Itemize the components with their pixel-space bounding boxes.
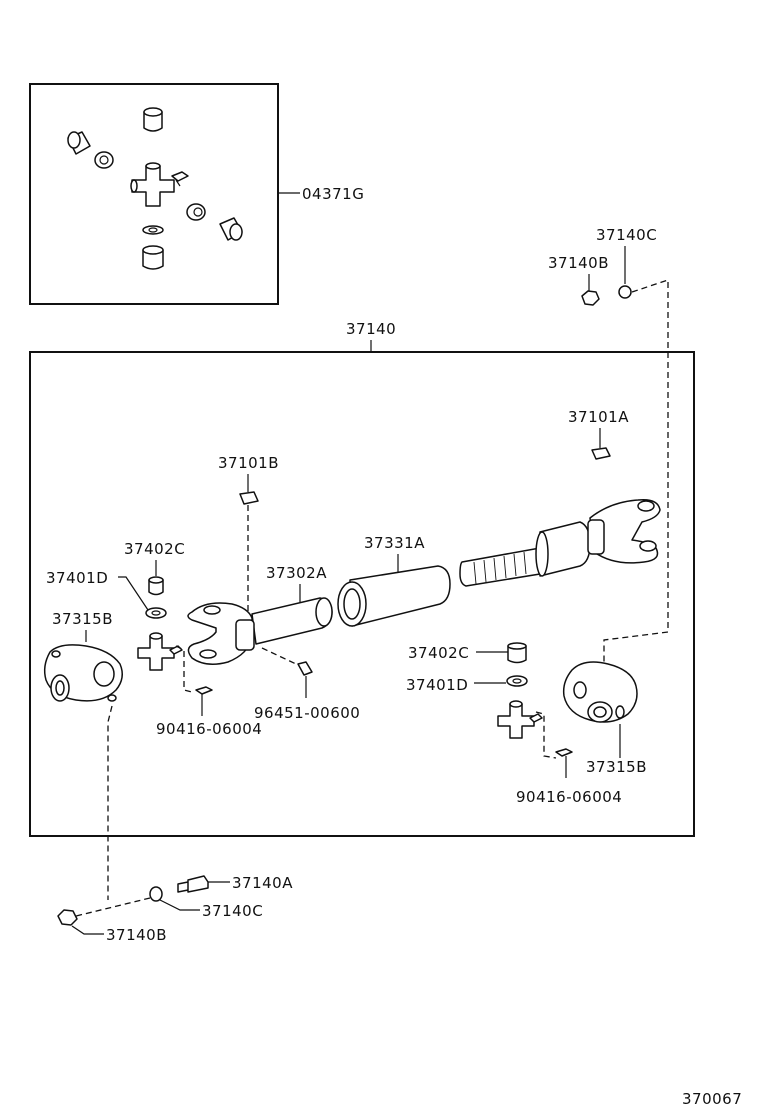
label-fitting-right: 90416-06004 [516,788,622,806]
nut-bottom [57,909,78,926]
label-bolt-bottom: 37140A [232,874,293,892]
splined-shaft-yoke [459,498,661,587]
label-flange-right: 37315B [586,758,647,776]
label-weight-b: 37101B [218,454,279,472]
flange-yoke-left [43,644,123,702]
diagram-id: 370067 [682,1090,742,1108]
grease-fitting-left [195,686,213,695]
label-kit: 04371G [302,185,364,203]
label-nut-top-c: 37140C [596,226,657,244]
label-weight-a: 37101A [568,408,629,426]
flange-yoke-right [562,661,638,723]
spider-right [497,700,543,739]
label-snapring-right: 37401D [406,676,468,694]
spider-kit-frame [29,83,279,305]
washer-top-c [618,285,632,299]
balance-weight-b [239,491,259,505]
label-sleeve: 37331A [364,534,425,552]
balance-weight-a [591,447,611,460]
label-fitting-left: 90416-06004 [156,720,262,738]
label-washer-bottom: 37140C [202,902,263,920]
grease-fitting-mid [297,661,313,676]
label-nut-top-b: 37140B [548,254,609,272]
bolt-bottom [177,875,209,893]
label-flange-left: 37315B [52,610,113,628]
spider-left [137,632,183,671]
grease-fitting-right [555,748,573,757]
washer-bottom [149,886,163,902]
tube-yoke-assembly [187,597,333,665]
spider-kit-parts [67,107,243,270]
snap-ring-left [145,607,167,619]
nut-top-b [581,290,600,306]
label-fitting-mid: 96451-00600 [254,704,360,722]
label-tube: 37302A [266,564,327,582]
sleeve-yoke [337,565,451,627]
label-bearing-left: 37402C [124,540,185,558]
assembly-frame [29,351,695,837]
snap-ring-right [506,675,528,687]
label-nut-bottom: 37140B [106,926,167,944]
label-bearing-right: 37402C [408,644,469,662]
label-snapring-left: 37401D [46,569,108,587]
label-assembly: 37140 [346,320,396,338]
